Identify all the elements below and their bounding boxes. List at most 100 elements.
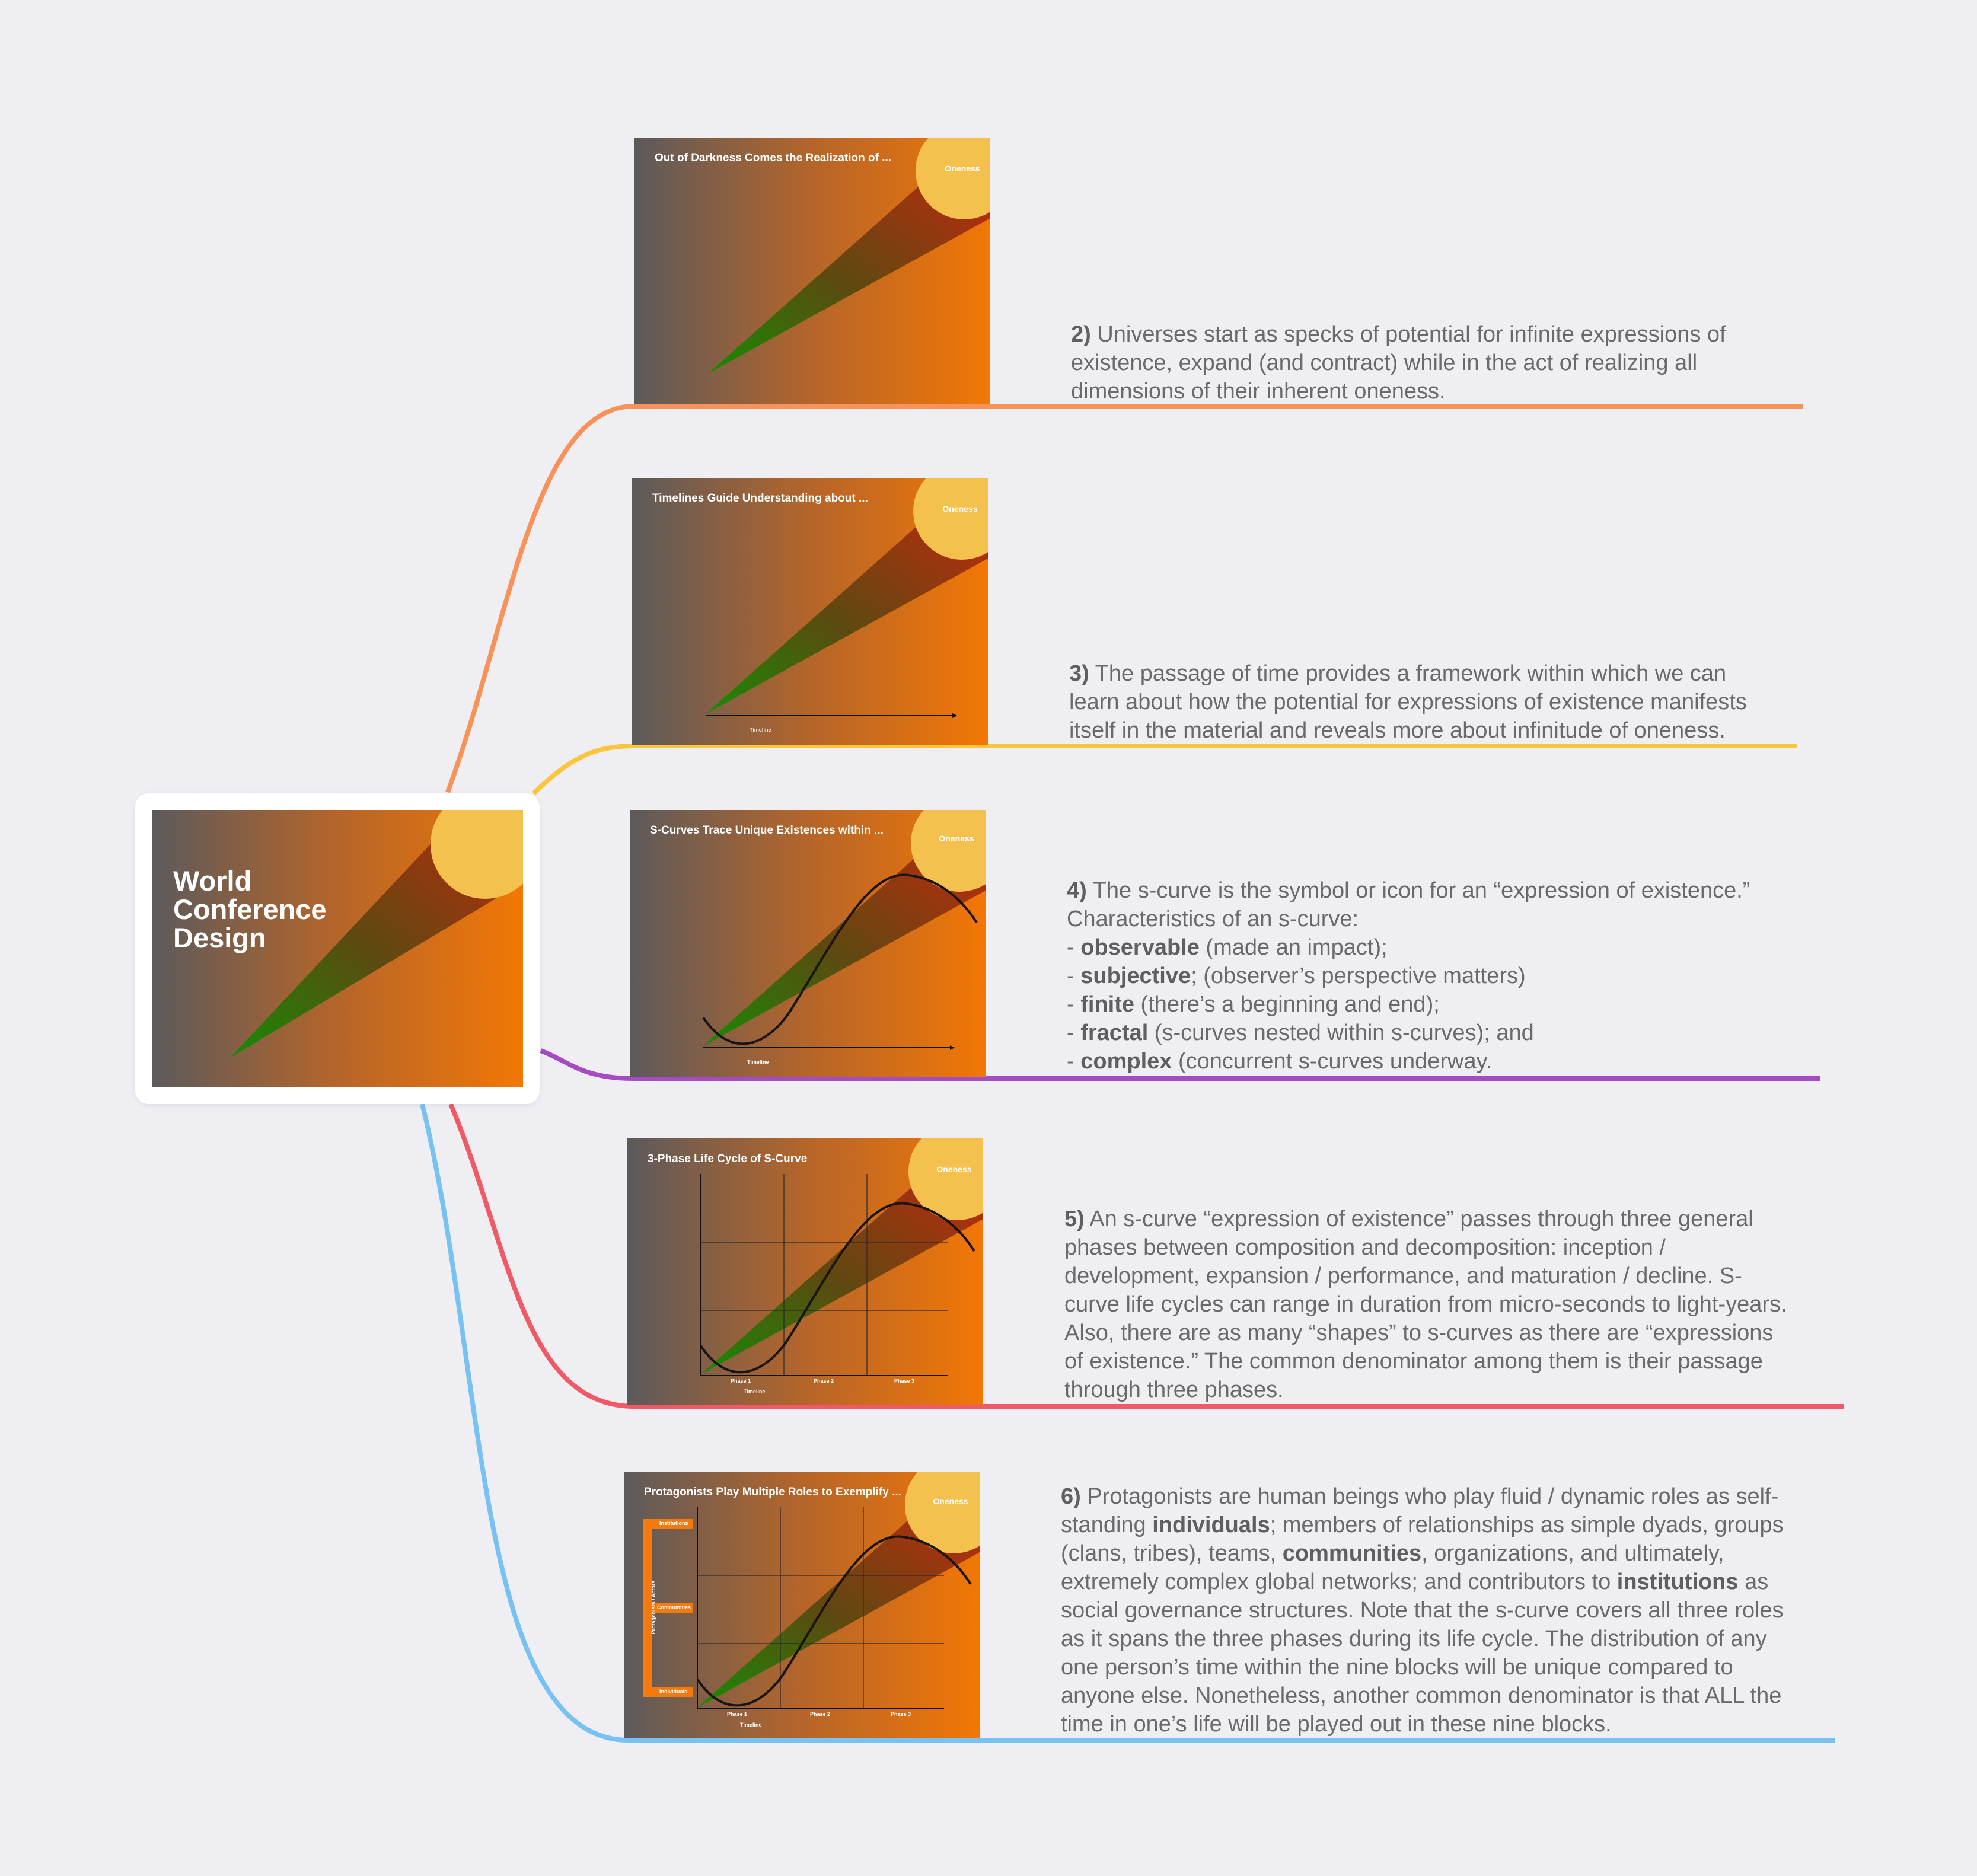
connector-branch-4	[540, 1048, 1820, 1081]
connector-branch-6	[420, 1103, 1835, 1743]
note-number: 2)	[1071, 322, 1091, 347]
note-line: as it spans the three phases during its …	[1061, 1626, 1767, 1651]
note-branch-2: 2) Universes start as specks of potentia…	[1071, 320, 1726, 406]
oneness-label: Oneness	[936, 1164, 972, 1174]
s-curve	[700, 1202, 975, 1374]
note-line: development, expansion / performance, an…	[1064, 1264, 1742, 1288]
connector-branch-5	[448, 1103, 1844, 1409]
roles-bracket	[643, 1519, 693, 1697]
phase-label: Phase 2	[810, 1711, 831, 1717]
note-line: dimensions of their inherent oneness.	[1071, 379, 1446, 404]
slide-title: 3-Phase Life Cycle of S-Curve	[648, 1153, 808, 1165]
characteristic-item: - fractal (s-curves nested within s-curv…	[1067, 1020, 1534, 1045]
oneness-label: Oneness	[933, 1497, 968, 1506]
note-line: curve life cycles can range in duration …	[1064, 1292, 1787, 1317]
characteristic-item: - subjective; (observer’s perspective ma…	[1067, 963, 1526, 988]
root-title-line-2: Conference	[173, 894, 327, 925]
phase-label: Phase 3	[891, 1711, 911, 1717]
phase-grid	[701, 1174, 948, 1376]
phase-label: Phase 3	[894, 1378, 915, 1384]
note-line: time in one’s life will be played out in…	[1061, 1712, 1612, 1737]
oneness-label: Oneness	[939, 834, 974, 843]
note-branch-3: 3) The passage of time provides a framew…	[1069, 659, 1747, 745]
note-line: itself in the material and reveals more …	[1069, 718, 1726, 743]
phase-label: Phase 1	[727, 1711, 748, 1717]
phase-grid	[697, 1507, 944, 1709]
s-curve	[696, 1535, 972, 1707]
characteristic-item: - complex (concurrent s-curves underway.	[1067, 1049, 1493, 1074]
root-slide-graphic	[152, 810, 523, 1087]
note-line: The passage of time provides a framework…	[1089, 661, 1727, 686]
note-branch-5: 5) An s-curve “expression of existence” …	[1064, 1205, 1787, 1404]
note-number: 5)	[1064, 1207, 1085, 1231]
note-line: Also, there are as many “shapes” to s-cu…	[1064, 1320, 1774, 1345]
characteristic-term: subjective	[1080, 963, 1191, 988]
oneness-label: Oneness	[945, 164, 980, 173]
slide-5-graphic	[627, 1138, 983, 1405]
characteristic-term: complex	[1080, 1049, 1172, 1074]
oneness-label: Oneness	[942, 504, 978, 513]
slide-branch-4[interactable]: S-Curves Trace Unique Existences within …	[630, 810, 986, 1077]
timeline-label: Timeline	[744, 1389, 766, 1395]
root-title: World Conference Design	[173, 867, 327, 952]
timeline-label: Timeline	[750, 727, 771, 733]
note-line: learn about how the potential for expres…	[1069, 690, 1747, 714]
timeline-label: Timeline	[747, 1059, 769, 1065]
role-term: individuals	[1152, 1513, 1270, 1537]
slide-branch-6[interactable]: Protagonists Play Multiple Roles to Exem…	[624, 1472, 980, 1738]
role-term: institutions	[1616, 1569, 1739, 1594]
note-branch-4: 4) The s-curve is the symbol or icon for…	[1067, 876, 1750, 1076]
note-line: The s-curve is the symbol or icon for an…	[1086, 878, 1750, 903]
phase-label: Phase 1	[731, 1378, 751, 1384]
note-line: extremely complex global networks; and c…	[1061, 1569, 1769, 1594]
slide-title: Protagonists Play Multiple Roles to Exem…	[644, 1486, 901, 1498]
note-line: of existence.” The common denominator am…	[1064, 1349, 1763, 1374]
note-line: one person’s time within the nine blocks…	[1061, 1655, 1733, 1680]
root-title-line-3: Design	[173, 922, 266, 953]
role-term: communities	[1282, 1541, 1422, 1566]
note-line: existence, expand (and contract) while i…	[1071, 350, 1698, 375]
phase-label: Phase 2	[814, 1378, 834, 1384]
note-branch-6: 6) Protagonists are human beings who pla…	[1061, 1482, 1784, 1738]
slide-title: S-Curves Trace Unique Existences within …	[650, 824, 884, 837]
slide-4-graphic	[630, 810, 986, 1077]
root-node[interactable]: World Conference Design	[135, 793, 540, 1104]
slide-branch-3[interactable]: Timelines Guide Understanding about ... …	[632, 478, 988, 745]
connector-branch-3	[532, 744, 1797, 795]
note-number: 6)	[1061, 1484, 1081, 1509]
role-label: Individuals	[659, 1689, 688, 1695]
note-line: Protagonists are human beings who play f…	[1080, 1484, 1779, 1509]
note-line: through three phases.	[1064, 1377, 1284, 1402]
characteristic-term: fractal	[1080, 1020, 1149, 1045]
connector-branch-2	[445, 404, 1803, 793]
slide-title: Timelines Guide Understanding about ...	[652, 492, 868, 505]
note-line: anyone else. Nonetheless, another common…	[1061, 1683, 1782, 1708]
root-slide: World Conference Design	[152, 810, 523, 1087]
slide-6-graphic	[624, 1472, 980, 1738]
note-line: Universes start as specks of potential f…	[1090, 322, 1726, 347]
slide-branch-2[interactable]: Out of Darkness Comes the Realization of…	[634, 138, 990, 404]
y-axis-label: Protagonists / Actors	[651, 1580, 656, 1635]
note-line: An s-curve “expression of existence” pas…	[1084, 1207, 1753, 1231]
note-line: Characteristics of an s-curve:	[1067, 907, 1359, 931]
slide-branch-5[interactable]: 3-Phase Life Cycle of S-Curve Oneness Ph…	[627, 1138, 983, 1405]
role-label: Communities	[657, 1604, 691, 1610]
note-number: 4)	[1067, 878, 1087, 903]
note-line: social governance structures. Note that …	[1061, 1598, 1784, 1623]
note-line: standing individuals; members of relatio…	[1061, 1513, 1784, 1537]
characteristic-term: observable	[1080, 935, 1200, 960]
characteristic-term: finite	[1080, 992, 1134, 1017]
characteristic-item: - observable (made an impact);	[1067, 935, 1388, 960]
slide-title: Out of Darkness Comes the Realization of…	[655, 152, 892, 164]
role-label: Institutions	[659, 1520, 688, 1526]
timeline-label: Timeline	[740, 1722, 762, 1728]
note-line: (clans, tribes), teams, communities, org…	[1061, 1541, 1724, 1566]
root-title-line-1: World	[173, 865, 252, 896]
slide-2-graphic	[634, 138, 990, 404]
characteristic-item: - finite (there’s a beginning and end);	[1067, 992, 1440, 1017]
s-curve	[702, 873, 978, 1045]
slide-3-graphic	[632, 478, 988, 745]
note-line: phases between composition and decomposi…	[1064, 1235, 1666, 1260]
note-number: 3)	[1069, 661, 1089, 686]
